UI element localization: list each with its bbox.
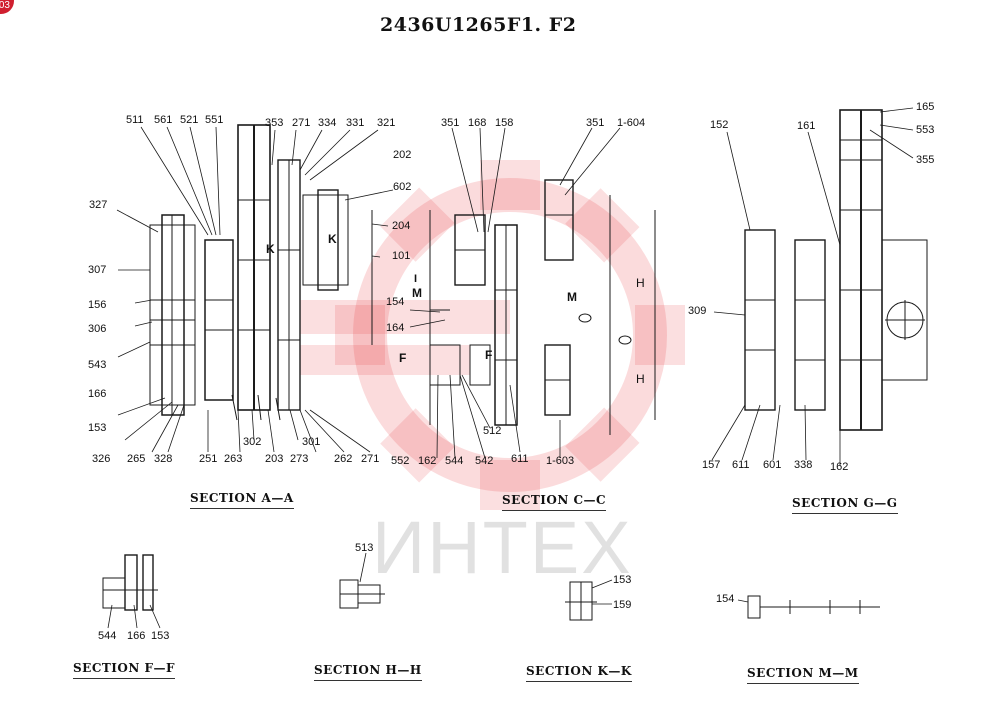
callout-ff: 544	[98, 630, 117, 642]
section-ff-figure	[102, 554, 158, 611]
marker-h-2: H	[636, 372, 645, 386]
callout-cc: 164	[386, 322, 405, 334]
callout-aa: 327	[89, 199, 108, 211]
callout-aa: 156	[88, 299, 107, 311]
callout-aa: 602	[393, 181, 412, 193]
callout-aa: 334	[318, 117, 337, 129]
callout-gg: 601	[763, 459, 782, 471]
callout-aa: 326	[92, 453, 111, 465]
callout-aa: 203	[265, 453, 284, 465]
callout-kk: 153	[613, 574, 632, 586]
callout-gg: 152	[710, 119, 729, 131]
section-title-gg: SECTION G—G	[792, 496, 898, 514]
marker-f-2: F	[485, 348, 493, 362]
section-hh-figure	[339, 579, 385, 609]
callout-aa: 271	[292, 117, 311, 129]
callout-gg: 355	[916, 154, 935, 166]
callout-aa: 251	[199, 453, 218, 465]
callout-cc: 158	[495, 117, 514, 129]
callout-cc: 512	[483, 425, 502, 437]
callout-cc: 544	[445, 455, 464, 467]
leader-lines	[107, 107, 914, 629]
section-aa-figure	[149, 124, 373, 421]
section-title-mm: SECTION M—M	[747, 666, 859, 684]
callout-cc: 1-603	[546, 455, 575, 467]
drawing-title: 2436U1265F1. F2	[380, 14, 577, 36]
section-title-ff: SECTION F—F	[73, 661, 176, 679]
marker-f-1: F	[399, 351, 407, 365]
marker-k-2: K	[328, 232, 337, 246]
callout-aa: 263	[224, 453, 243, 465]
marker-m-1: M	[412, 286, 422, 300]
callout-ff: 153	[151, 630, 170, 642]
callout-aa: 307	[88, 264, 107, 276]
section-title-aa: SECTION A—A	[190, 491, 294, 509]
callout-aa: 301	[302, 436, 321, 448]
callout-aa: 306	[88, 323, 107, 335]
callout-gg: 161	[797, 120, 816, 132]
section-title-hh: SECTION H—H	[314, 663, 422, 681]
section-title-kk: SECTION K—K	[526, 664, 632, 682]
callout-aa: 551	[205, 114, 224, 126]
callout-aa: 166	[88, 388, 107, 400]
marker-m-2: M	[567, 290, 577, 304]
callout-gg: 553	[916, 124, 935, 136]
callout-kk: 159	[613, 599, 632, 611]
callout-cc: 542	[475, 455, 494, 467]
callout-aa: 328	[154, 453, 173, 465]
callout-ff: 166	[127, 630, 146, 642]
callout-cc: 351	[441, 117, 460, 129]
section-mm-figure	[747, 595, 880, 619]
callout-aa: 521	[180, 114, 199, 126]
section-kk-figure	[565, 581, 597, 621]
callout-cc: 351	[586, 117, 605, 129]
marker-k-1: K	[266, 242, 275, 256]
section-cc-figure	[429, 179, 656, 435]
callout-gg: 165	[916, 101, 935, 113]
callout-aa: 271	[361, 453, 380, 465]
callout-aa: 511	[126, 114, 144, 126]
callout-aa: 353	[265, 117, 284, 129]
callout-gg: 309	[688, 305, 707, 317]
callout-aa: 101	[392, 250, 411, 262]
callout-cc: 1-604	[617, 117, 646, 129]
callout-cc: 162	[418, 455, 437, 467]
callout-cc: 168	[468, 117, 487, 129]
callout-cc: 154	[386, 296, 405, 308]
callout-aa: 153	[88, 422, 107, 434]
callout-aa: 204	[392, 220, 411, 232]
callout-aa: 202	[393, 149, 412, 161]
marker-i: I	[414, 273, 418, 285]
callout-gg: 162	[830, 461, 849, 473]
watermark-text: ИНТЕХ	[372, 506, 633, 589]
section-title-cc: SECTION C—C	[502, 493, 607, 511]
section-gg-figure	[744, 109, 928, 431]
callout-aa: 561	[154, 114, 173, 126]
callout-cc: 552	[391, 455, 410, 467]
callout-mm: 154	[716, 593, 735, 605]
callout-gg: 157	[702, 459, 721, 471]
callout-gg: 338	[794, 459, 813, 471]
callout-aa: 331	[346, 117, 365, 129]
callout-aa: 321	[377, 117, 396, 129]
callout-aa: 265	[127, 453, 146, 465]
callout-gg: 611	[732, 459, 750, 471]
callout-aa: 543	[88, 359, 107, 371]
callout-hh: 513	[355, 542, 374, 554]
callout-aa: 273	[290, 453, 309, 465]
callout-cc: 611	[511, 453, 529, 465]
callout-aa: 302	[243, 436, 262, 448]
callout-aa: 262	[334, 453, 353, 465]
marker-h-1: H	[636, 276, 645, 290]
